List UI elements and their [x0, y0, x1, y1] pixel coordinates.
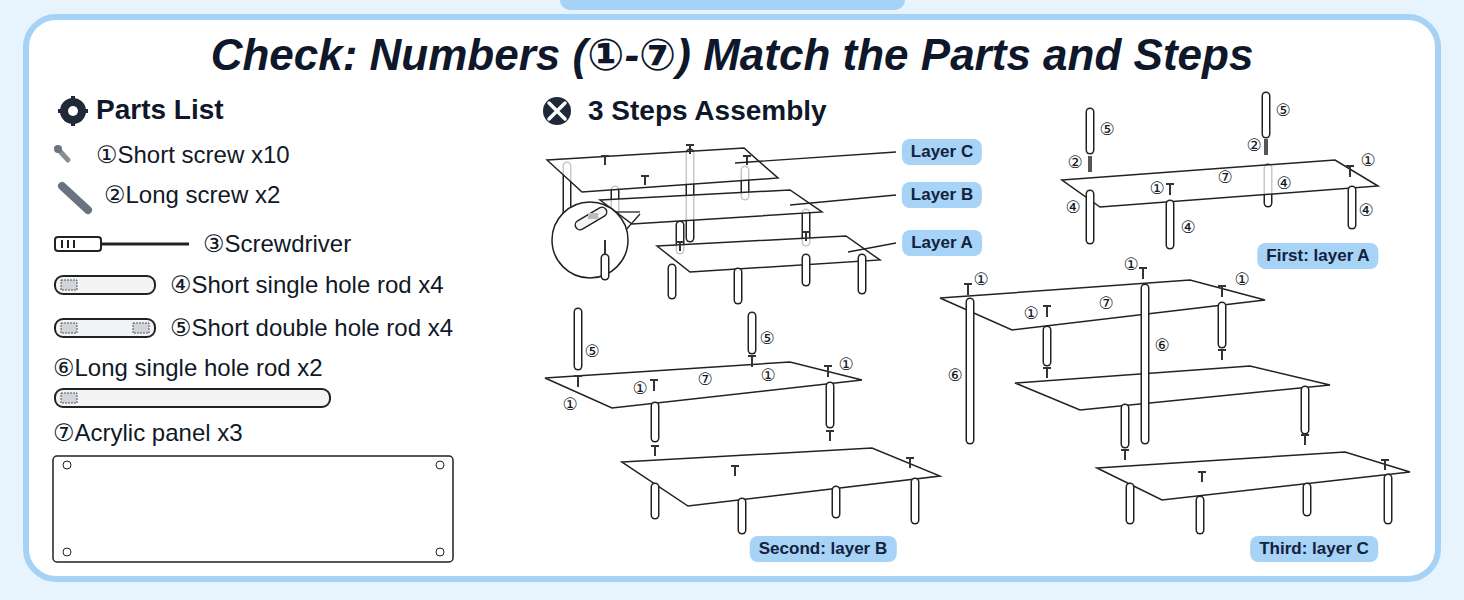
callout-number: ① — [1234, 271, 1249, 288]
section-heading: 3 Steps Assembly — [588, 95, 827, 127]
layer-pill: Layer B — [902, 182, 982, 208]
callout-number: ① — [632, 380, 647, 397]
pill-label: Layer C — [911, 142, 973, 162]
callout-number: ⑤ — [759, 330, 774, 347]
step-pill: Second: layer B — [750, 536, 897, 562]
callout-number: ① — [973, 271, 988, 288]
callout-number: ④ — [1276, 175, 1291, 192]
part-name: ⑥Long single hole rod x2 — [53, 354, 323, 382]
callout-number: ② — [1067, 154, 1082, 171]
callout-number: ⑦ — [697, 371, 712, 388]
callout-number: ① — [1123, 256, 1138, 273]
step-pill: First: layer A — [1257, 243, 1378, 269]
callout-number: ④ — [1065, 199, 1080, 216]
pill-label: First: layer A — [1266, 246, 1369, 266]
part-name: ③Screwdriver — [203, 230, 351, 258]
pill-label: Second: layer B — [759, 539, 888, 559]
callout-number: ① — [562, 396, 577, 413]
callout-number: ⑦ — [1098, 295, 1113, 312]
callout-number: ① — [1023, 305, 1038, 322]
callout-number: ④ — [1358, 202, 1373, 219]
pill-label: Layer B — [911, 185, 973, 205]
callout-number: ① — [1149, 180, 1164, 197]
callout-number: ⑥ — [947, 367, 962, 384]
step-pill: Third: layer C — [1250, 536, 1378, 562]
callout-number: ① — [760, 367, 775, 384]
callout-number: ① — [838, 356, 853, 373]
title-text: Check: Numbers (①-⑦) Match the Parts and… — [211, 30, 1254, 81]
callout-number: ④ — [1180, 219, 1195, 236]
part-name: ④Short single hole rod x4 — [170, 271, 444, 299]
part-name: ②Long screw x2 — [104, 181, 280, 209]
layer-pill: Layer C — [902, 139, 982, 165]
callout-number: ⑥ — [1154, 337, 1169, 354]
pill-label: Layer A — [911, 233, 973, 253]
callout-number: ② — [1246, 137, 1261, 154]
layer-pill: Layer A — [902, 230, 982, 256]
part-name: ⑤Short double hole rod x4 — [170, 314, 453, 342]
section-heading: Parts List — [96, 94, 224, 126]
pill-label: Third: layer C — [1259, 539, 1369, 559]
callout-number: ⑤ — [1099, 121, 1114, 138]
callout-number: ① — [1360, 152, 1375, 169]
callout-number: ⑤ — [1275, 102, 1290, 119]
part-name: ①Short screw x10 — [96, 141, 290, 169]
callout-number: ⑤ — [584, 343, 599, 360]
part-name: ⑦Acrylic panel x3 — [53, 419, 243, 447]
callout-number: ⑦ — [1217, 169, 1232, 186]
